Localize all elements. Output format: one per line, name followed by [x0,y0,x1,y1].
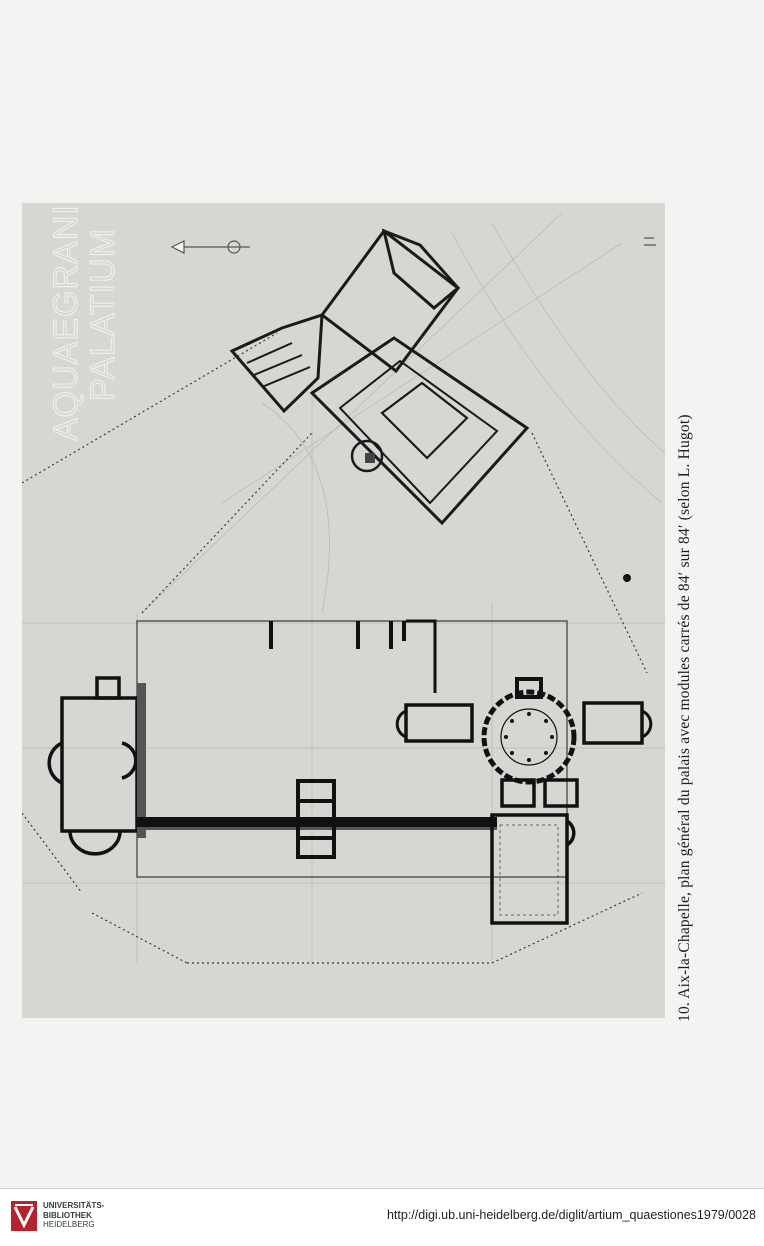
university-seal-icon [11,1201,37,1231]
figure-caption: 10. Aix-la-Chapelle, plan général du pal… [676,414,693,1022]
logo-line3: HEIDELBERG [43,1220,95,1229]
library-footer: UNIVERSITÄTS- BIBLIOTHEK HEIDELBERG http… [0,1188,764,1246]
logo-line2: BIBLIOTHEK [43,1210,92,1220]
logo-line1: UNIVERSITÄTS- [43,1201,105,1210]
scanned-page: AQUAEGRANI PALATIUM [22,203,693,1022]
palace-plan-figure: AQUAEGRANI PALATIUM [22,203,665,1018]
plan-title-line1: AQUAEGRANI [47,204,85,441]
plan-title-line2: PALATIUM [84,228,122,401]
logo-text: UNIVERSITÄTS- BIBLIOTHEK HEIDELBERG [43,1201,104,1230]
university-library-logo[interactable]: UNIVERSITÄTS- BIBLIOTHEK HEIDELBERG [10,1198,130,1238]
page-url-link[interactable]: http://digi.ub.uni-heidelberg.de/diglit/… [386,1208,756,1222]
palace-plan-drawing: AQUAEGRANI PALATIUM [22,204,665,964]
